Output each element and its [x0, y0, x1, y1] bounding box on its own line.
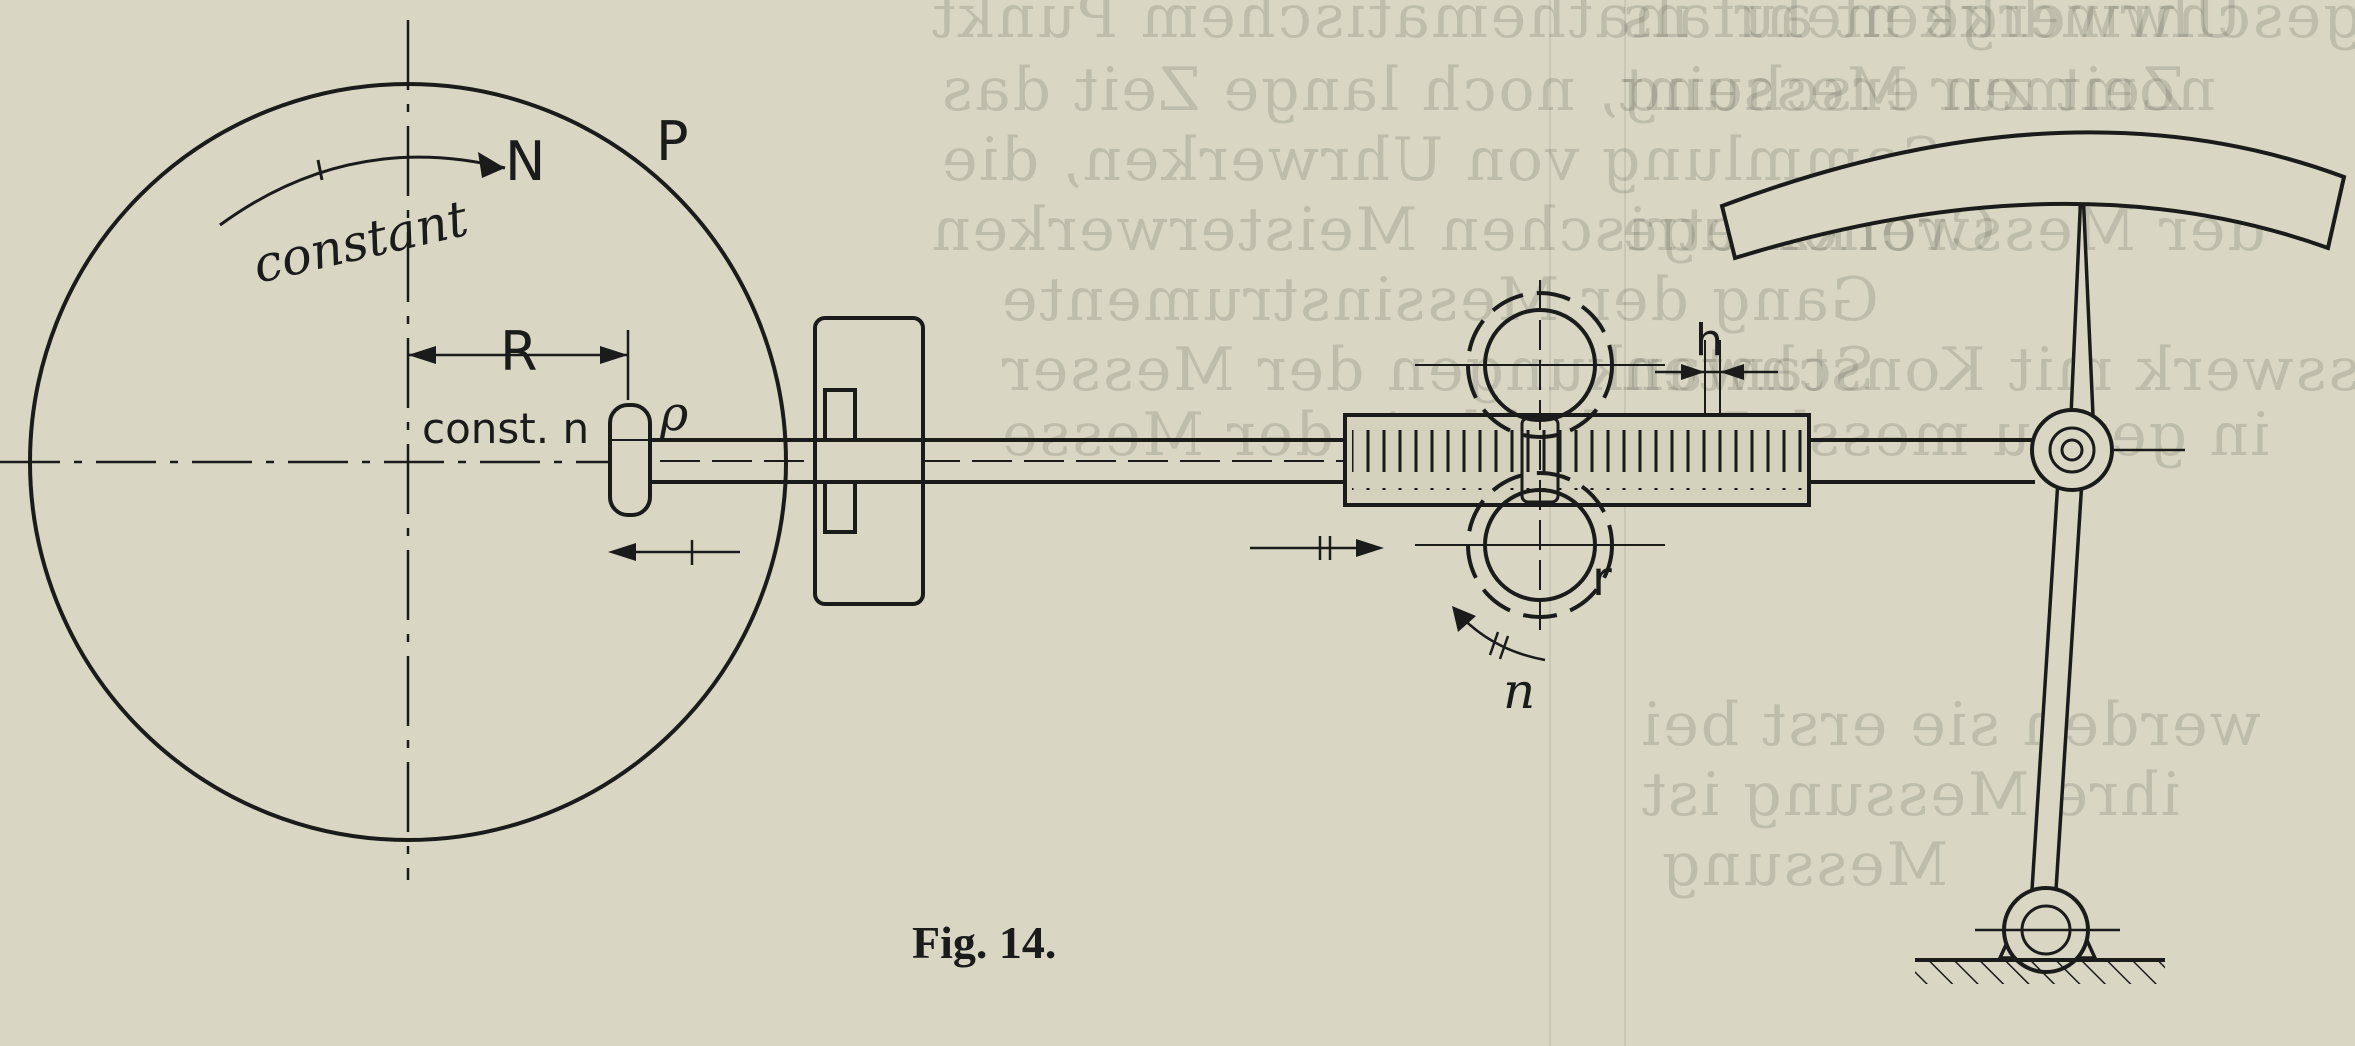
toothed-rack — [1343, 413, 1811, 507]
shaft — [650, 438, 1345, 484]
dimension-r — [408, 330, 630, 400]
label-const-n: const. n — [422, 404, 589, 453]
pivot-pin — [2060, 438, 2084, 462]
lower-pivot — [1915, 886, 2165, 984]
rotation-arrowhead — [478, 152, 505, 178]
connecting-rod — [1809, 438, 2185, 484]
label-r: R — [500, 320, 538, 383]
dimension-h — [1655, 340, 1778, 415]
lever-arm — [2030, 478, 2084, 892]
label-rho: ρ — [659, 386, 688, 442]
label-n-upper: N — [505, 130, 545, 193]
arrowhead — [1452, 606, 1476, 632]
axial-arrow-left — [608, 540, 740, 565]
arrow-tick — [1498, 635, 1510, 660]
arrowhead — [608, 543, 636, 561]
label-h: h — [1695, 315, 1723, 366]
rotation-arrow — [219, 155, 506, 227]
dimension-arrowhead — [600, 346, 628, 364]
axial-arrow-right — [1250, 536, 1384, 560]
dimension-arrowhead — [1681, 364, 1705, 380]
friction-wheel-rho — [608, 403, 652, 517]
bearing-housing — [813, 316, 925, 606]
lever-pointer — [2030, 167, 2114, 892]
pointer-scale — [1719, 130, 2347, 261]
label-p: P — [656, 110, 689, 173]
rotation-arrow-n — [1452, 606, 1546, 662]
dimension-arrowhead — [408, 346, 436, 364]
label-r-lower: r — [1592, 551, 1612, 607]
dimension-arrowhead — [1720, 364, 1744, 380]
figure-caption: Fig. 14. — [912, 917, 1056, 968]
pointer-needle — [2068, 167, 2096, 440]
pinion-mesh-block — [1520, 416, 1560, 504]
rotation-tick — [316, 159, 324, 181]
pivot-inner — [2048, 426, 2096, 474]
arrowhead — [1356, 539, 1384, 557]
label-n-lower: n — [1503, 662, 1535, 720]
pivot-outer — [2030, 408, 2114, 492]
bearing-block — [813, 316, 925, 606]
ground-hatching — [1915, 962, 2165, 984]
rack-teeth — [1352, 430, 1802, 490]
label-constant: constant — [248, 189, 475, 295]
arrow-tick — [1488, 631, 1500, 656]
